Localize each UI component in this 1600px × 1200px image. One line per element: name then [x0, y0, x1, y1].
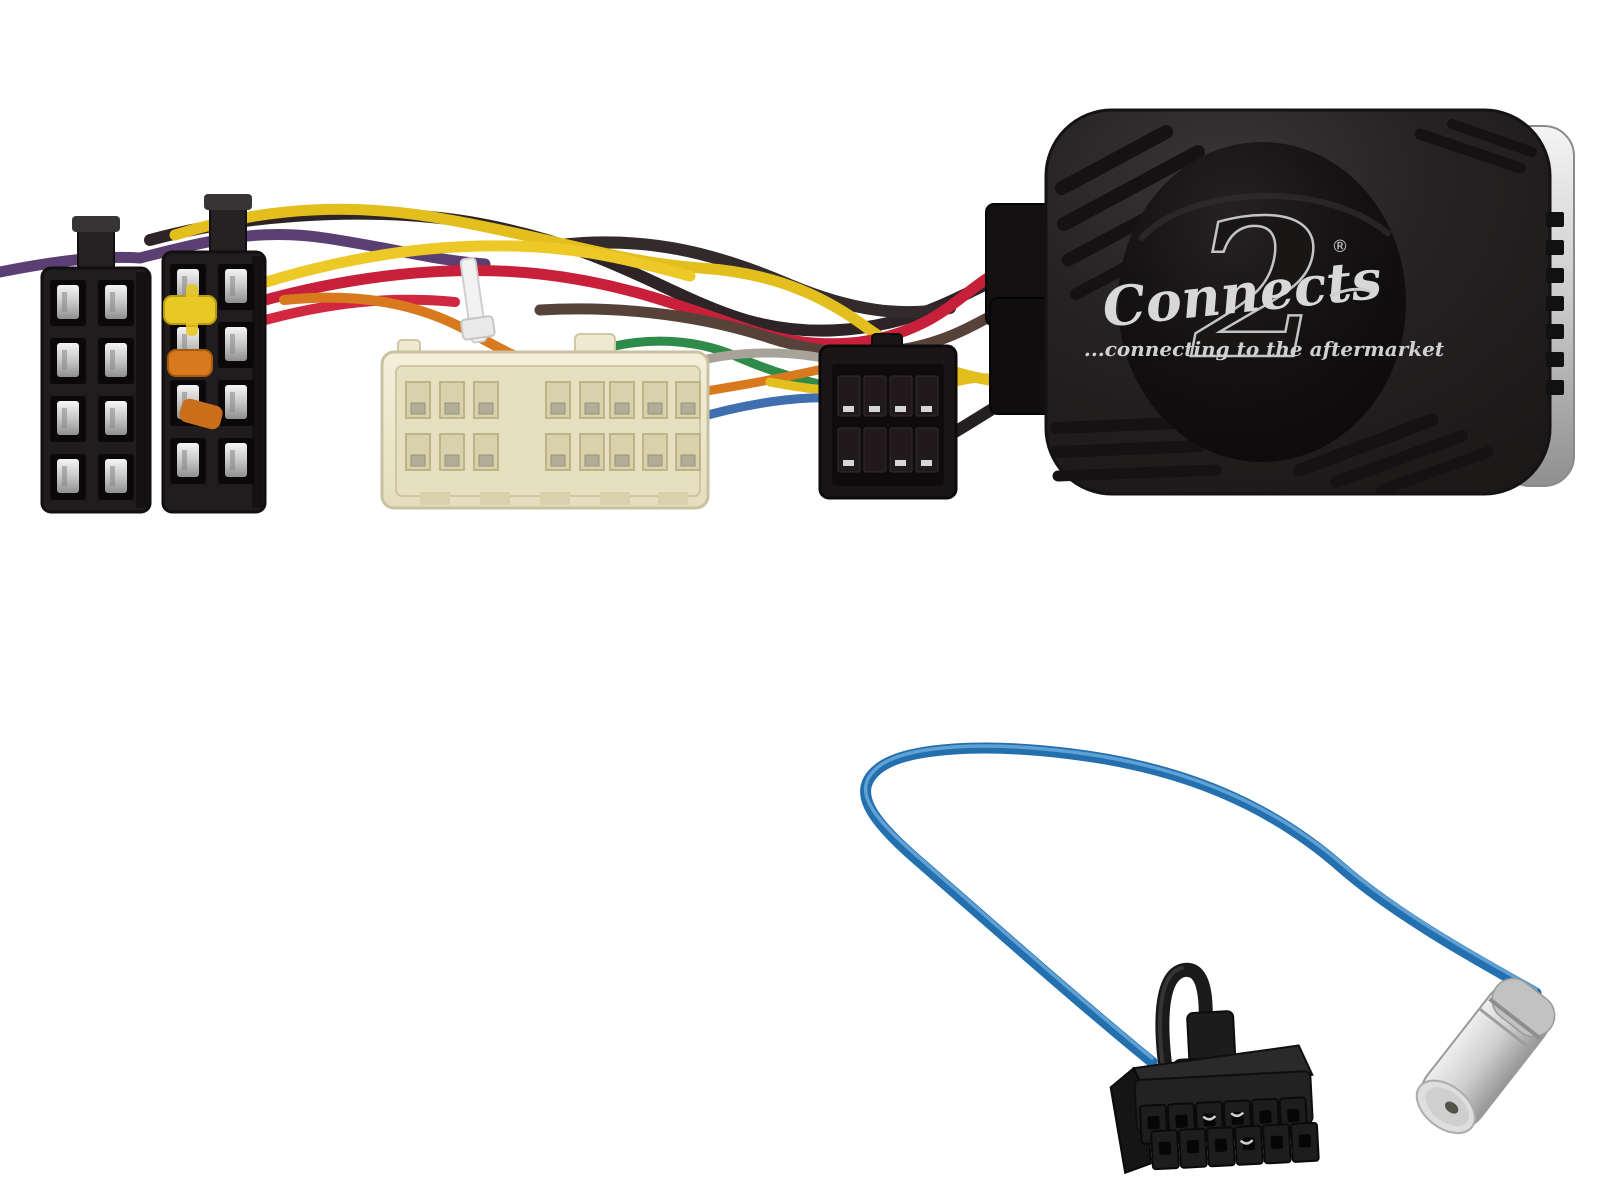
box-port-slots — [1546, 212, 1564, 395]
iso-connector-left-a — [40, 216, 152, 514]
din-plug-collar — [1491, 977, 1556, 1038]
iso-a-shade — [136, 272, 148, 508]
vehicle-connector-bottom-notches — [420, 492, 688, 505]
iso-a-body — [40, 266, 152, 514]
din-antenna-plug — [1415, 977, 1556, 1135]
iso-plug — [818, 333, 958, 500]
yellow-wire-stub-tail — [186, 284, 198, 336]
iso-plug-pin-grid — [837, 375, 939, 473]
iso-connector-left-b — [161, 194, 267, 514]
antenna-adapter — [860, 742, 1556, 1175]
logo-registered-mark: ® — [1332, 237, 1349, 257]
iso-b-shade — [252, 256, 263, 508]
iso-a-tab-top — [72, 216, 120, 232]
iso-b-tab-top — [204, 194, 252, 210]
antenna-blue-wire-highlight — [863, 744, 1538, 1060]
logo-tagline: ...connecting to the aftermarket — [1084, 337, 1445, 361]
orange-wire-stub-2 — [179, 398, 223, 430]
box-logo-disc-sheen — [1137, 192, 1392, 242]
molex-connector — [1109, 1010, 1320, 1175]
din-plug-ridge-2 — [1479, 1008, 1534, 1052]
din-plug-ridge-1 — [1488, 997, 1542, 1040]
antenna-blue-wire — [860, 742, 1542, 1068]
orange-wire-stub — [167, 349, 213, 377]
box-wire-entry-lower — [989, 297, 1053, 415]
box-logo-disc — [1118, 142, 1406, 462]
molex-silver-contacts — [1202, 1111, 1254, 1145]
molex-pin-row-front — [1150, 1121, 1320, 1171]
interface-box: 2 Connects ® ...connecting to the afterm… — [985, 108, 1575, 496]
molex-hairpin-highlight — [1158, 966, 1184, 1070]
wire-yellow-2 — [206, 240, 696, 306]
vehicle-connector — [380, 333, 710, 510]
box-logo: 2 Connects ® ...connecting to the afterm… — [1084, 177, 1445, 403]
logo-swash — [1329, 287, 1373, 298]
din-plug-socket-hole — [1444, 1101, 1459, 1114]
cable-tie — [459, 257, 496, 344]
logo-numeral: 2 — [1191, 178, 1324, 401]
